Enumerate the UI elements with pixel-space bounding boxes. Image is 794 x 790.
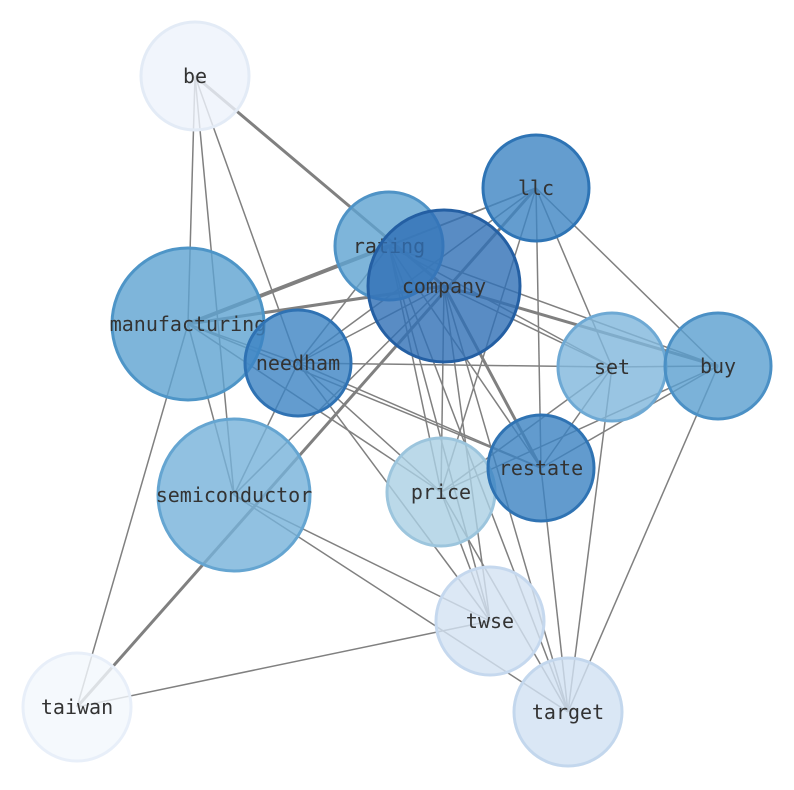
node-llc[interactable]: llc <box>481 133 591 243</box>
node-label-llc: llc <box>518 176 554 200</box>
node-circle-needham[interactable] <box>243 308 353 418</box>
node-circle-llc[interactable] <box>481 133 591 243</box>
node-twse[interactable]: twse <box>434 565 546 677</box>
node-company[interactable]: company <box>366 208 522 364</box>
node-circle-buy[interactable] <box>663 311 773 421</box>
node-circle-target[interactable] <box>512 656 624 768</box>
node-label-set: set <box>594 355 630 379</box>
node-be[interactable]: be <box>139 20 251 132</box>
node-price[interactable]: price <box>385 436 497 548</box>
node-label-company: company <box>402 274 486 298</box>
node-needham[interactable]: needham <box>243 308 353 418</box>
node-semiconductor[interactable]: semiconductor <box>156 417 313 573</box>
node-label-price: price <box>411 480 471 504</box>
node-label-twse: twse <box>466 609 514 633</box>
node-layer: bellcratingcompanymanufacturingneedhamse… <box>21 20 773 768</box>
node-circle-taiwan[interactable] <box>21 651 133 763</box>
edge-twse-taiwan <box>76 620 491 708</box>
node-taiwan[interactable]: taiwan <box>21 651 133 763</box>
node-circle-restate[interactable] <box>486 413 596 523</box>
node-circle-be[interactable] <box>139 20 251 132</box>
node-target[interactable]: target <box>512 656 624 768</box>
node-restate[interactable]: restate <box>486 413 596 523</box>
node-circle-twse[interactable] <box>434 565 546 677</box>
node-label-buy: buy <box>700 354 736 378</box>
node-label-needham: needham <box>256 351 340 375</box>
node-label-semiconductor: semiconductor <box>156 483 313 507</box>
node-label-be: be <box>183 64 207 88</box>
node-label-target: target <box>532 700 604 724</box>
node-buy[interactable]: buy <box>663 311 773 421</box>
node-circle-company[interactable] <box>366 208 522 364</box>
edge-buy-target <box>567 365 719 713</box>
node-set[interactable]: set <box>556 311 668 423</box>
edge-set-target <box>567 366 613 713</box>
node-label-taiwan: taiwan <box>41 695 113 719</box>
node-label-restate: restate <box>499 456 583 480</box>
node-circle-semiconductor[interactable] <box>156 417 312 573</box>
node-label-manufacturing: manufacturing <box>110 312 267 336</box>
node-manufacturing[interactable]: manufacturing <box>110 246 267 402</box>
